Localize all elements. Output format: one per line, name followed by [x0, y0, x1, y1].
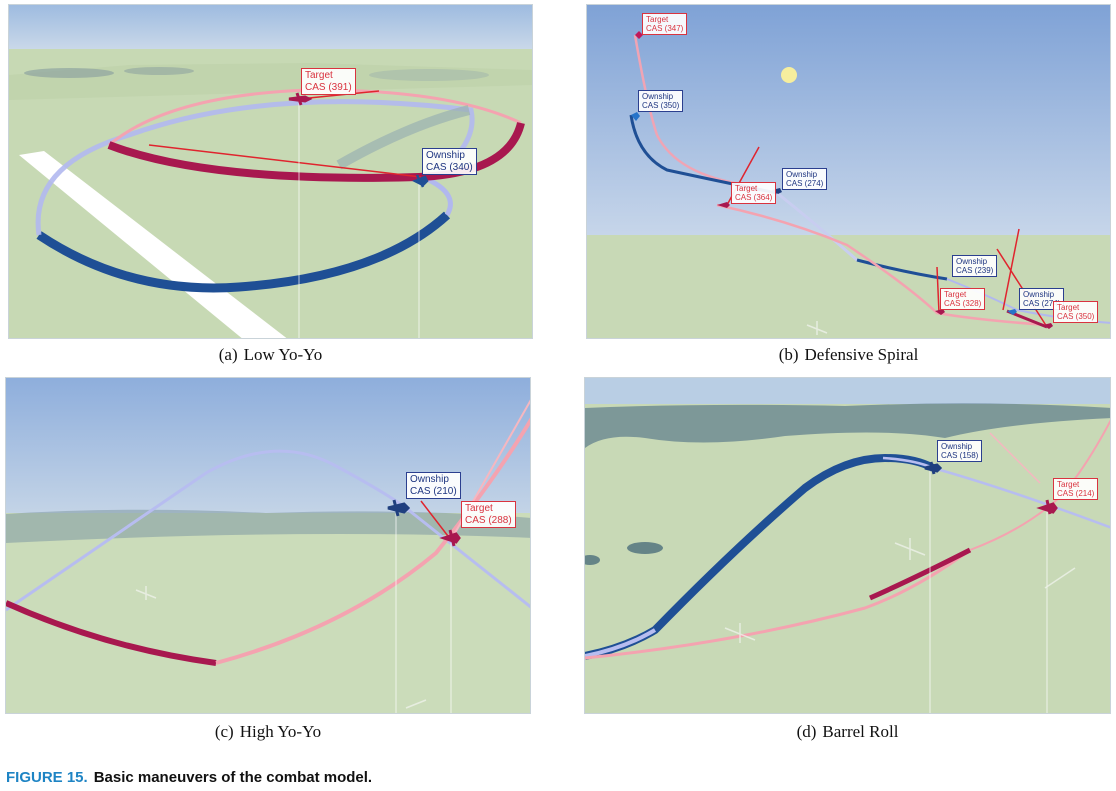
target-name: Target — [944, 290, 967, 299]
ownship-name: Ownship — [1023, 290, 1055, 299]
ownship-track-light — [35, 99, 475, 236]
target-label: Target CAS (391) — [301, 68, 356, 95]
target-cas: CAS (364) — [735, 193, 773, 203]
target-label-2: Target CAS (364) — [731, 182, 777, 205]
panel-barrel-roll: Ownship CAS (158) Target CAS (214) — [584, 377, 1111, 714]
target-label-1: Target CAS (347) — [642, 13, 688, 36]
target-track-light — [633, 34, 748, 187]
low-yo-yo-scene — [9, 5, 532, 338]
target-label: Target CAS (288) — [461, 501, 516, 528]
target-track-light — [215, 417, 530, 665]
subcaption-c: (c) High Yo-Yo — [5, 722, 531, 742]
subcaption-tag: (c) — [214, 722, 234, 741]
target-cas: CAS (347) — [646, 24, 684, 34]
subcaption-text: Barrel Roll — [822, 722, 899, 741]
figure-caption: FIGURE 15. Basic maneuvers of the combat … — [6, 769, 372, 786]
panel-low-yo-yo: Target CAS (391) Ownship CAS (340) — [8, 4, 533, 339]
subcaption-d: (d) Barrel Roll — [584, 722, 1111, 742]
ownship-name: Ownship — [642, 92, 674, 101]
ownship-aircraft-icon — [387, 499, 411, 517]
ownship-cas: CAS (350) — [642, 101, 680, 111]
ownship-cas: CAS (274) — [1023, 299, 1061, 309]
ownship-aircraft-icon — [411, 174, 429, 188]
ownship-cas: CAS (239) — [956, 266, 994, 276]
target-track — [716, 203, 1048, 327]
ownship-cas: CAS (274) — [786, 179, 824, 189]
target-name: Target — [735, 184, 758, 193]
ownship-name: Ownship — [956, 257, 988, 266]
target-label-4: Target CAS (350) — [1053, 301, 1099, 324]
target-track — [107, 121, 525, 182]
ownship-label-2: Ownship CAS (274) — [782, 168, 828, 191]
subcaption-text: Low Yo-Yo — [243, 345, 323, 364]
target-aircraft-icon — [288, 92, 313, 106]
ownship-cas: CAS (210) — [410, 485, 457, 497]
ownship-name: Ownship — [786, 170, 818, 179]
target-cas: CAS (391) — [305, 81, 352, 93]
subcaption-text: Defensive Spiral — [804, 345, 919, 364]
subcaption-tag: (b) — [778, 345, 799, 364]
target-name: Target — [305, 70, 333, 81]
ownship-name: Ownship — [410, 474, 449, 485]
panel-defensive-spiral: Target CAS (347) Ownship CAS (350) Targe… — [586, 4, 1111, 339]
ownship-label: Ownship CAS (158) — [937, 440, 983, 463]
ownship-cas: CAS (340) — [426, 161, 473, 173]
figure-caption-text: Basic maneuvers of the combat model. — [93, 769, 373, 786]
subcaption-b: (b) Defensive Spiral — [586, 345, 1111, 365]
sun-icon — [781, 67, 797, 83]
target-cas: CAS (214) — [1057, 489, 1095, 499]
ownship-name: Ownship — [941, 442, 973, 451]
ownship-label: Ownship CAS (210) — [406, 472, 461, 499]
target-name: Target — [1057, 480, 1080, 489]
target-name: Target — [1057, 303, 1080, 312]
target-label: Target CAS (214) — [1053, 478, 1099, 501]
target-cas: CAS (328) — [944, 299, 982, 309]
figure-number: FIGURE 15. — [6, 769, 88, 786]
target-aircraft-icon — [1036, 499, 1058, 515]
target-aircraft-icon — [439, 529, 461, 547]
barrel-roll-scene — [585, 378, 1110, 713]
ownship-name: Ownship — [426, 150, 465, 161]
ownship-cas: CAS (158) — [941, 451, 979, 461]
target-cas: CAS (288) — [465, 514, 512, 526]
target-name: Target — [465, 503, 493, 514]
target-name: Target — [646, 15, 669, 24]
panel-high-yo-yo: Ownship CAS (210) Target CAS (288) — [5, 377, 531, 714]
subcaption-tag: (d) — [796, 722, 817, 741]
target-track — [6, 600, 217, 666]
defensive-spiral-scene — [587, 5, 1110, 338]
subcaption-text: High Yo-Yo — [239, 722, 322, 741]
ownship-aircraft-icon — [924, 461, 943, 475]
target-track — [868, 547, 972, 601]
ownship-label: Ownship CAS (340) — [422, 148, 477, 175]
target-track-light — [585, 548, 971, 660]
ownship-track — [36, 211, 451, 293]
high-yo-yo-scene — [6, 378, 530, 713]
ownship-track-light — [6, 449, 530, 612]
subcaption-tag: (a) — [218, 345, 238, 364]
ownship-aircraft-icon — [631, 112, 640, 121]
subcaption-a: (a) Low Yo-Yo — [8, 345, 533, 365]
target-label-3: Target CAS (328) — [940, 288, 986, 311]
ownship-label-1: Ownship CAS (350) — [638, 90, 684, 113]
target-aircraft-icon — [635, 31, 643, 39]
ownship-label-3: Ownship CAS (239) — [952, 255, 998, 278]
target-cas: CAS (350) — [1057, 312, 1095, 322]
